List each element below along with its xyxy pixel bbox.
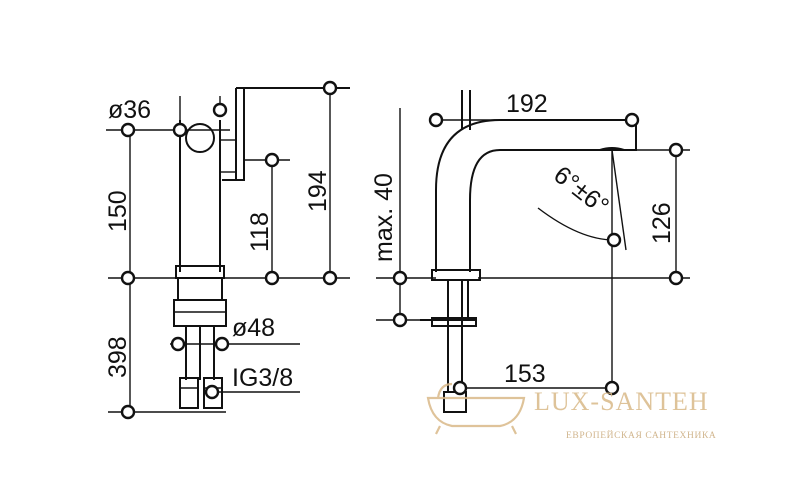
dim-diameter-48: ø48: [232, 314, 275, 342]
watermark-tagline: ЕВРОПЕЙСКАЯ САНТЕХНИКА: [566, 429, 716, 441]
side-view: ø36 150 118 194 398 ø48 IG3/8: [104, 80, 350, 420]
dim-398: 398: [104, 336, 132, 378]
bathtub-logo-icon: [426, 382, 526, 435]
dim-150: 150: [104, 190, 132, 232]
dim-angle: 6°±6°: [548, 161, 614, 221]
dim-194: 194: [304, 170, 332, 212]
hose-fitting-right: [203, 377, 223, 409]
dim-192: 192: [506, 90, 548, 118]
base-ring: [175, 265, 225, 279]
hose-fitting-left: [179, 377, 199, 409]
dim-diameter-36: ø36: [108, 96, 151, 124]
dim-126: 126: [648, 202, 676, 244]
dim-118: 118: [246, 212, 274, 252]
watermark: LUX-SANTEH ЕВРОПЕЙСКАЯ САНТЕХНИКА: [426, 382, 716, 441]
lever-handle: [222, 88, 237, 181]
dim-153: 153: [504, 360, 546, 388]
watermark-brand: LUX-SANTEH: [534, 387, 709, 416]
dim-max-40: max. 40: [370, 173, 398, 262]
dim-thread: IG3/8: [232, 364, 293, 392]
front-view: 192 max. 40 126 153 6°±6°: [370, 90, 690, 413]
lever-knob: [185, 123, 215, 153]
